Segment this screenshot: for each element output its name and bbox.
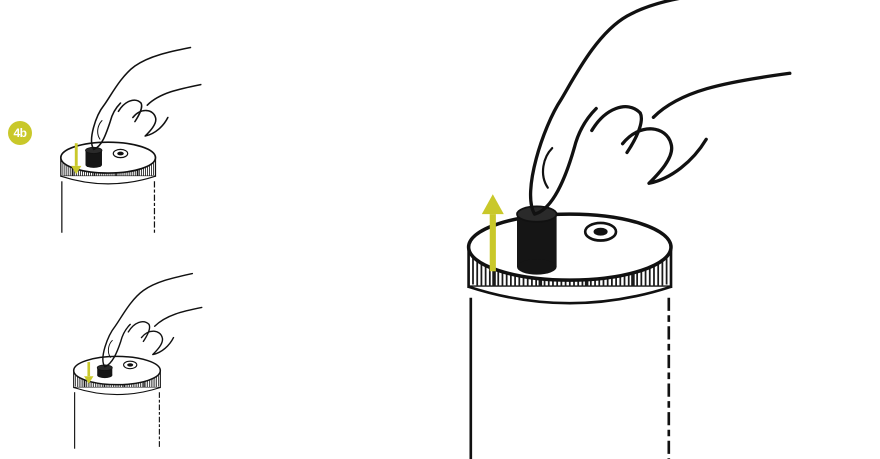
valve-icon [113,149,127,157]
hand-icon [531,0,790,214]
bottle-cap-icon [74,356,161,448]
hand-icon [103,274,202,367]
valve-icon [585,223,616,241]
panel-top-left [0,0,280,245]
panel-right-large [440,0,880,459]
valve-icon [124,361,137,369]
push-button-icon [517,206,557,274]
hand-icon [92,48,201,150]
push-button-icon [86,147,102,168]
bottle-illustration-bottom-left [0,240,280,459]
bottle-illustration-right [440,0,880,459]
panel-bottom-left [0,240,280,459]
bottle-cap-icon [469,214,671,459]
bottle-illustration-top-left [0,0,280,245]
